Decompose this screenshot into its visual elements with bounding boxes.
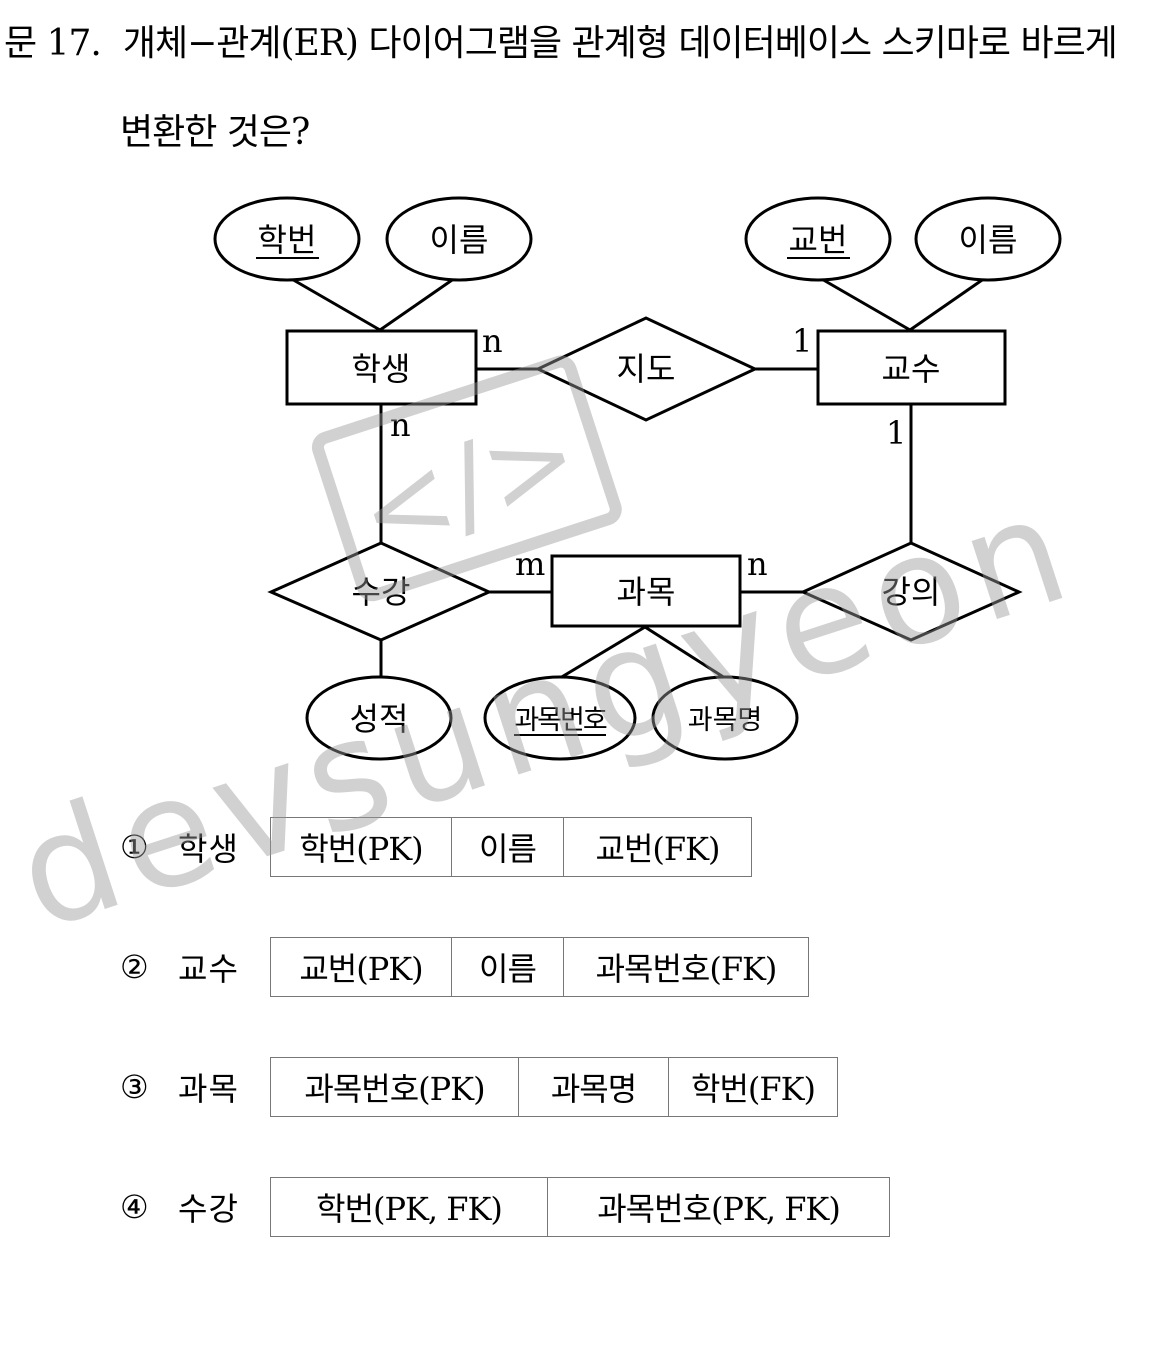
attr-student-name [385, 196, 533, 282]
attr-prof-id-label: 교번 [789, 221, 848, 259]
er-diagram: 학번 이름 교번 이름 학생 교수 지도 수강 과목 강의 성적 과목명 과목번… [213, 196, 1062, 761]
entity-professor-label: 교수 [882, 350, 941, 388]
attr-grade [305, 675, 453, 761]
schema-cell: 학번(PK, FK) [316, 1190, 503, 1228]
attr-course-id [483, 675, 637, 761]
rel-lecture [799, 541, 1023, 642]
attr-student-id [213, 196, 361, 282]
question-text: 개체−관계(ER) 다이어그램을 관계형 데이터베이스 스키마로 바르게 [122, 23, 1118, 64]
schema-table: 교번(PK) 이름 과목번호(FK) [270, 937, 809, 997]
schema-cell: 교번(FK) [563, 818, 751, 876]
option-table-name: 학생 [178, 830, 239, 868]
question-number: 문 17. [4, 23, 102, 64]
option-4[interactable]: ④ 수강 학번(PK, FK) 과목번호(PK, FK) [120, 1176, 890, 1238]
schema-cell: 학번(FK) [668, 1058, 837, 1116]
attr-grade-label: 성적 [350, 700, 409, 738]
connector-prof-name [909, 276, 986, 332]
schema-cell: 과목번호(PK, FK) [547, 1178, 889, 1236]
option-table-name: 과목 [178, 1070, 239, 1108]
card-lecture-course: n [747, 545, 768, 583]
attr-course-name-label: 과목명 [688, 705, 763, 736]
schema-cell: 과목번호(FK) [563, 938, 808, 996]
schema-table: 과목번호(PK) 과목명 학번(FK) [270, 1057, 838, 1117]
attr-student-name-label: 이름 [430, 221, 489, 259]
option-number: ① [120, 828, 149, 866]
connector-course-id [559, 625, 646, 680]
option-1[interactable]: ① 학생 학번(PK) 이름 교번(FK) [120, 816, 752, 878]
schema-cell: 이름 [451, 938, 563, 996]
schema-cell: 교번(PK) [299, 950, 423, 988]
attr-course-id-label: 과목번호 [514, 705, 607, 736]
option-number: ③ [120, 1068, 149, 1106]
entity-course [550, 554, 742, 628]
schema-cell: 학번(PK) [299, 830, 423, 868]
schema-table: 학번(PK) 이름 교번(FK) [270, 817, 752, 877]
option-table-name: 수강 [178, 1190, 239, 1228]
connector-prof-id [819, 276, 911, 332]
schema-cell: 과목번호(PK) [304, 1070, 485, 1108]
schema-cell: 과목명 [518, 1058, 668, 1116]
card-enroll-course: m [515, 545, 545, 583]
entity-student-label: 학생 [352, 350, 411, 388]
connector-student-name [379, 276, 456, 332]
option-number: ② [120, 948, 149, 986]
connector-course-name [644, 625, 726, 680]
rel-lecture-label: 강의 [882, 573, 941, 611]
option-table-name: 교수 [178, 950, 239, 988]
card-enroll-student: n [390, 406, 411, 444]
schema-cell: 이름 [451, 818, 563, 876]
attr-prof-id [744, 196, 892, 282]
attr-prof-name-label: 이름 [959, 221, 1018, 259]
option-2[interactable]: ② 교수 교번(PK) 이름 과목번호(FK) [120, 936, 809, 998]
card-advise-student: n [482, 322, 503, 360]
attr-prof-name [914, 196, 1062, 282]
attr-course-name [651, 675, 799, 761]
card-advise-professor: 1 [792, 322, 812, 360]
schema-table: 학번(PK, FK) 과목번호(PK, FK) [270, 1177, 890, 1237]
rel-enroll [267, 541, 493, 642]
connector-student-id [289, 276, 381, 332]
option-number: ④ [120, 1188, 149, 1226]
option-3[interactable]: ③ 과목 과목번호(PK) 과목명 학번(FK) [120, 1056, 838, 1118]
question-line-1: 문 17. 개체−관계(ER) 다이어그램을 관계형 데이터베이스 스키마로 바르… [4, 14, 1118, 66]
entity-professor [816, 329, 1007, 406]
rel-advise [534, 316, 759, 422]
entity-student [285, 329, 478, 406]
question-line-2: 변환한 것은? [120, 112, 310, 153]
attr-student-id-label: 학번 [258, 221, 317, 259]
card-lecture-professor: 1 [886, 414, 906, 452]
rel-advise-label: 지도 [617, 350, 676, 388]
rel-enroll-label: 수강 [352, 573, 411, 611]
entity-course-label: 과목 [617, 573, 676, 611]
